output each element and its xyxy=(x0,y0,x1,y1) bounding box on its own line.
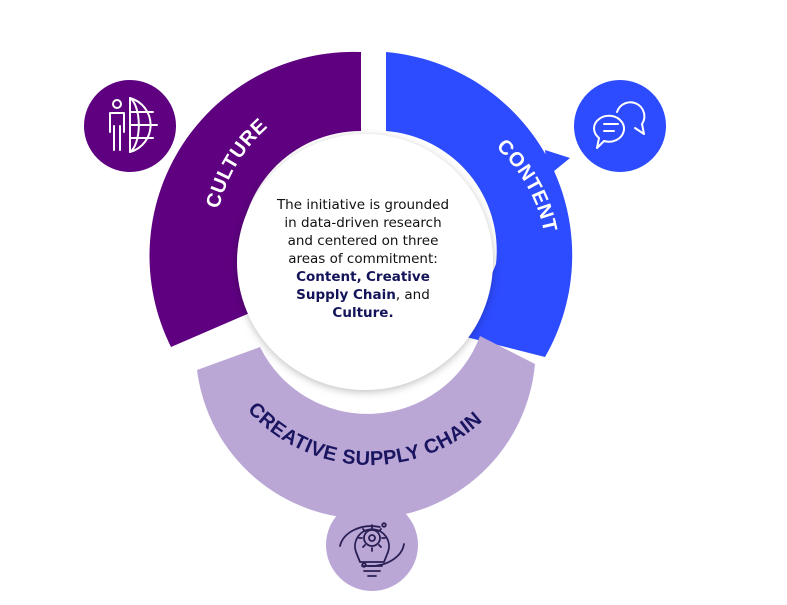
content-segment: CONTENT xyxy=(386,52,573,357)
center-term-supply-chain: Creative Supply Chain xyxy=(296,269,430,303)
center-separator: , and xyxy=(395,287,430,303)
content-badge xyxy=(574,80,666,172)
center-disk xyxy=(237,134,493,390)
supply-chain-arc-pointer xyxy=(354,464,387,489)
supply-chain-segment: CREATIVE SUPPLY CHAIN xyxy=(197,336,535,519)
supply-chain-badge xyxy=(326,499,418,591)
center-term-content: Content, xyxy=(296,269,362,285)
supply-chain-badge-circle xyxy=(326,499,418,591)
center-intro: The initiative is grounded in data-drive… xyxy=(276,197,450,267)
content-arc xyxy=(386,52,573,357)
chat-bubbles-icon xyxy=(592,101,646,149)
supply-chain-arc xyxy=(197,336,535,519)
content-arc-pointer xyxy=(545,150,570,176)
culture-badge xyxy=(84,80,176,172)
culture-segment: CULTURE xyxy=(149,51,361,347)
person-globe-icon xyxy=(109,97,158,153)
center-term-culture: Culture. xyxy=(332,305,394,321)
culture-arc xyxy=(149,51,361,347)
content-badge-circle xyxy=(574,80,666,172)
lightbulb-gear-icon xyxy=(339,522,405,577)
culture-arc-pointer xyxy=(180,150,208,175)
center-description: The initiative is grounded in data-drive… xyxy=(272,196,454,322)
